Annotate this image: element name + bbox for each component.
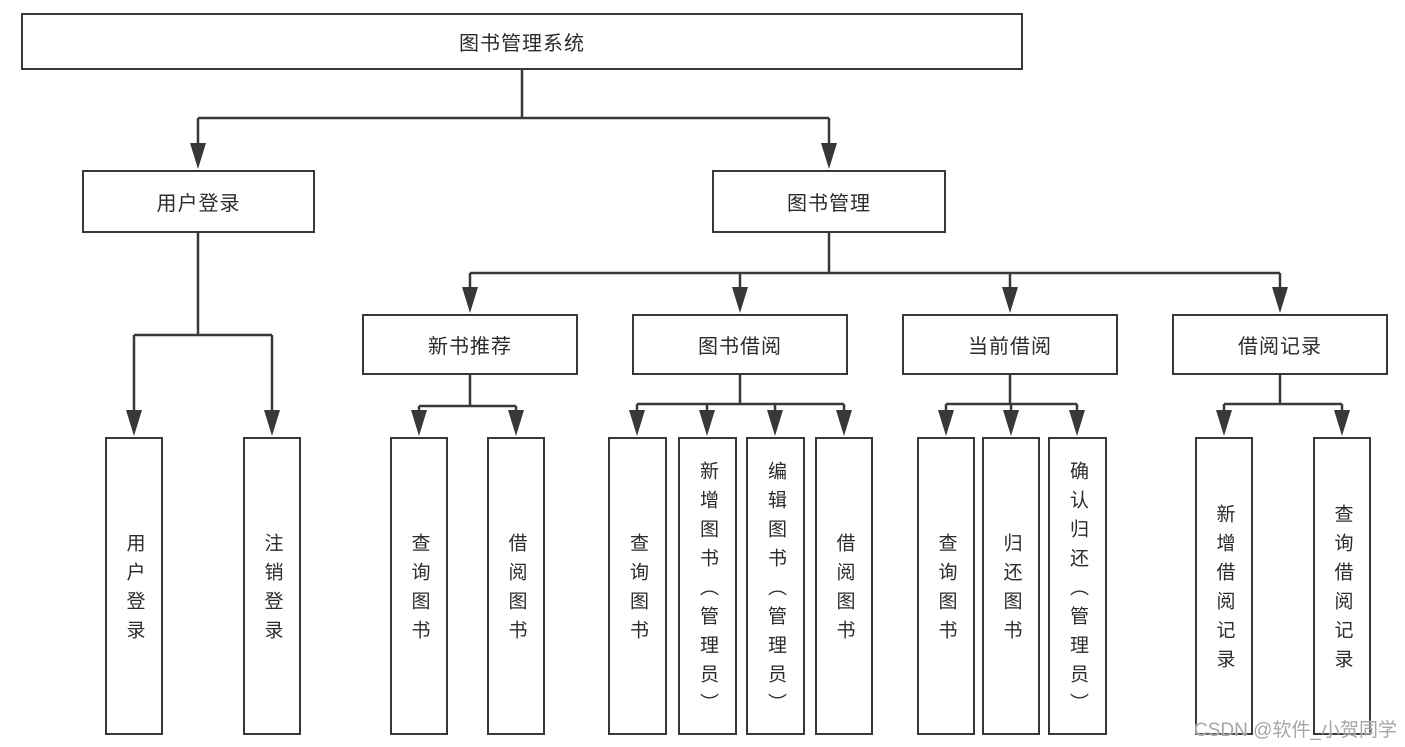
leaf-logout: 注销登录 (243, 437, 301, 735)
leaf-borrow-books-recommend: 借阅图书 (487, 437, 545, 735)
leaf-label: 新增图书（管理员） (697, 460, 718, 722)
leaf-label: 确认归还（管理员） (1067, 460, 1088, 722)
leaf-query-books-current: 查询图书 (917, 437, 975, 735)
leaf-borrow-books: 借阅图书 (815, 437, 873, 735)
leaf-label: 归还图书 (1000, 533, 1022, 649)
node-book-management: 图书管理 (712, 170, 946, 233)
leaf-edit-book-admin: 编辑图书（管理员） (746, 437, 805, 735)
leaf-label: 查询图书 (408, 533, 430, 649)
node-root-system: 图书管理系统 (21, 13, 1023, 70)
leaf-label: 查询借阅记录 (1331, 504, 1353, 678)
node-user-login: 用户登录 (82, 170, 315, 233)
leaf-confirm-return-admin: 确认归还（管理员） (1048, 437, 1107, 735)
leaf-query-books-borrowing: 查询图书 (608, 437, 667, 735)
node-borrow-records: 借阅记录 (1172, 314, 1388, 375)
leaf-label: 查询图书 (935, 533, 957, 649)
leaf-label: 借阅图书 (505, 533, 527, 649)
leaf-add-borrow-record: 新增借阅记录 (1195, 437, 1253, 735)
node-book-borrowing: 图书借阅 (632, 314, 848, 375)
arrowhead-icons (126, 143, 1350, 436)
node-current-borrowing: 当前借阅 (902, 314, 1118, 375)
node-new-book-recommend: 新书推荐 (362, 314, 578, 375)
leaf-label: 注销登录 (261, 533, 283, 649)
leaf-user-login: 用户登录 (105, 437, 163, 735)
leaf-add-book-admin: 新增图书（管理员） (678, 437, 737, 735)
leaf-query-books-recommend: 查询图书 (390, 437, 448, 735)
leaf-label: 查询图书 (627, 533, 648, 649)
watermark: CSDN @软件_小贺同学 (1194, 720, 1397, 741)
leaf-query-borrow-record: 查询借阅记录 (1313, 437, 1371, 735)
leaf-label: 借阅图书 (833, 533, 855, 649)
leaf-label: 编辑图书（管理员） (765, 460, 786, 722)
leaf-label: 用户登录 (123, 533, 145, 649)
leaf-return-books: 归还图书 (982, 437, 1040, 735)
leaf-label: 新增借阅记录 (1213, 504, 1235, 678)
